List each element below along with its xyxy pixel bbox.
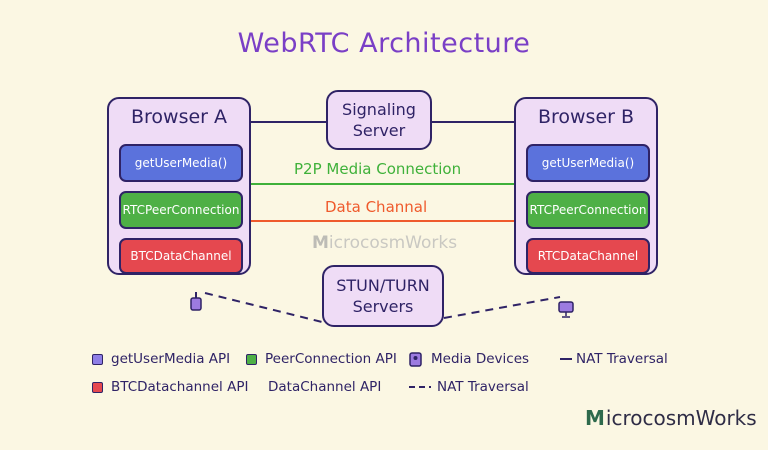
signaling-line1: Signaling: [342, 100, 416, 119]
legend-getusermedia: getUserMedia API: [92, 351, 230, 367]
signaling-line2: Server: [352, 121, 406, 140]
brand-logo: M icrocosmWorks: [585, 406, 757, 430]
browser-b: Browser B getUserMedia() RTCPeerConnecti…: [514, 97, 658, 275]
nat-line-b: [443, 296, 561, 319]
legend-btcdatachannel: BTCDatachannel API: [92, 379, 248, 395]
browser-a-rtcpeerconnection: RTCPeerConnection: [119, 191, 243, 229]
monitor-icon: [558, 301, 574, 318]
browser-b-datachannel: RTCDataChannel: [526, 238, 650, 274]
browser-a-datachannel: BTCDataChannel: [119, 238, 243, 274]
legend-nat-solid: NAT Traversal: [560, 351, 668, 367]
legend-peerconnection: PeerConnection API: [246, 351, 397, 367]
media-device-icon: [409, 351, 422, 367]
diagram-title: WebRTC Architecture: [237, 28, 531, 59]
watermark: MicrocosmWorks: [312, 233, 458, 253]
data-channel-label: Data Channal: [325, 198, 428, 216]
browser-b-getusermedia: getUserMedia(): [526, 144, 650, 182]
browser-b-title: Browser B: [537, 106, 635, 128]
stun-turn-servers: STUN/TURN Servers: [322, 265, 444, 327]
signaling-server: Signaling Server: [326, 90, 432, 150]
dashed-line-icon: [409, 386, 431, 388]
stun-line1: STUN/TURN: [336, 276, 430, 295]
logo-mark: M: [585, 406, 605, 430]
webcam-icon: [190, 292, 202, 311]
browser-b-rtcpeerconnection: RTCPeerConnection: [526, 191, 650, 229]
p2p-label: P2P Media Connection: [294, 160, 462, 178]
browser-a-getusermedia: getUserMedia(): [119, 144, 243, 182]
nat-line-a: [204, 292, 323, 323]
logo-text: icrocosmWorks: [605, 406, 757, 430]
solid-line-icon: [560, 358, 572, 360]
browser-a-title: Browser A: [130, 106, 228, 128]
legend-swatch-green: [246, 353, 257, 365]
browser-a: Browser A getUserMedia() RTCPeerConnecti…: [107, 97, 251, 275]
legend-media-devices: Media Devices: [409, 351, 529, 367]
legend-swatch-purple: [92, 353, 103, 365]
legend-datachannel: DataChannel API: [268, 379, 382, 395]
legend-swatch-red: [92, 381, 103, 393]
legend-nat-dashed: NAT Traversal: [409, 379, 529, 395]
stun-line2: Servers: [352, 297, 414, 316]
